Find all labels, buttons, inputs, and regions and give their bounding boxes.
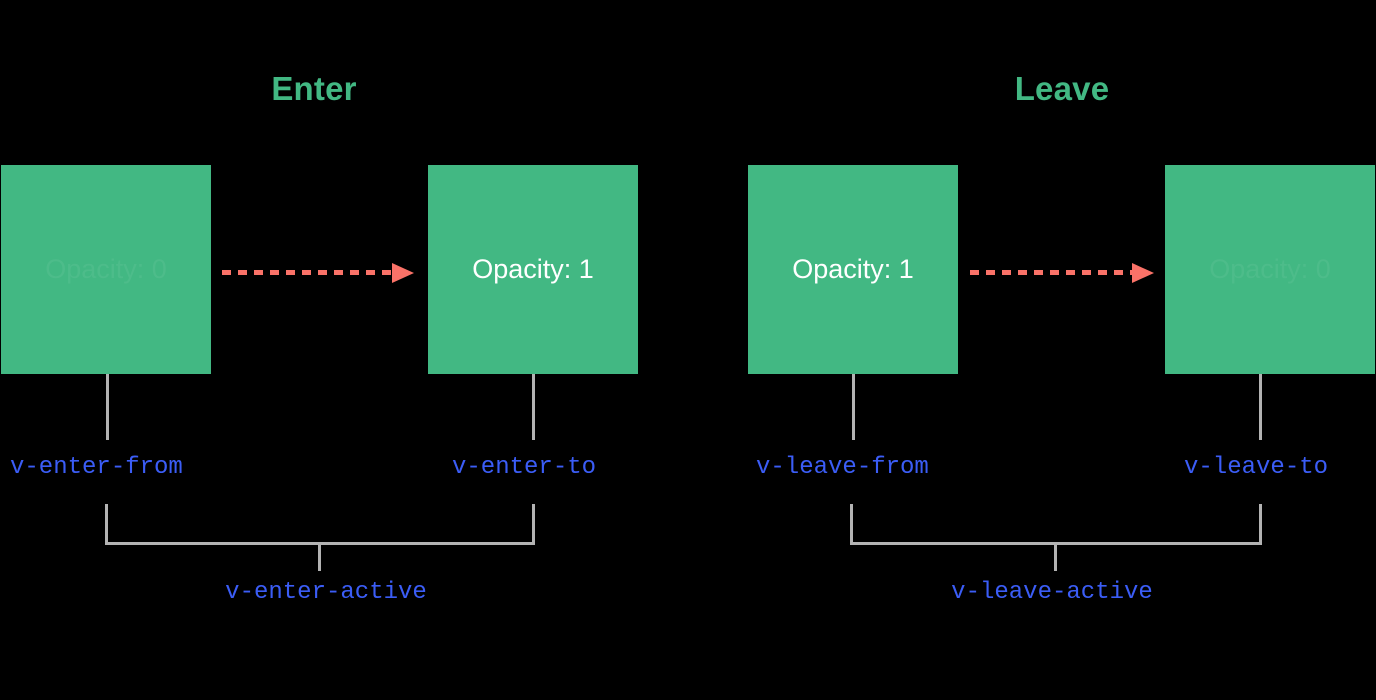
transition-arrow-enter [222, 263, 414, 283]
state-box-leave-from-label: Opacity: 1 [792, 254, 914, 284]
section-title-enter: Enter [271, 70, 357, 107]
class-label-v-leave-active: v-leave-active [951, 579, 1153, 606]
arrow-dashes-leave [970, 270, 1132, 275]
class-label-v-enter-to: v-enter-to [452, 454, 597, 481]
active-phase-bracket-leave [850, 504, 1262, 545]
transition-arrow-leave [970, 263, 1154, 283]
class-label-v-enter-active: v-enter-active [225, 579, 427, 606]
arrow-head-icon-leave [1132, 263, 1154, 283]
connector-stem-leave-from [852, 374, 855, 440]
state-box-leave-to-label: Opacity: 0 [1209, 254, 1331, 284]
section-title-leave: Leave [1014, 70, 1110, 107]
class-label-v-leave-to: v-leave-to [1184, 454, 1329, 481]
arrow-head-icon-enter [392, 263, 414, 283]
connector-stem-enter-to [532, 374, 535, 440]
active-phase-bracket-enter [105, 504, 535, 545]
class-label-v-enter-from: v-enter-from [10, 454, 183, 481]
state-box-leave-from: Opacity: 1 [748, 165, 958, 374]
state-box-enter-from-label: Opacity: 0 [45, 254, 167, 284]
active-phase-bracket-stem-leave [1054, 544, 1057, 571]
connector-stem-enter-from [106, 374, 109, 440]
state-box-enter-to: Opacity: 1 [428, 165, 638, 374]
state-box-leave-to: Opacity: 0 [1165, 165, 1375, 374]
state-box-enter-to-label: Opacity: 1 [472, 254, 594, 284]
arrow-dashes-enter [222, 270, 392, 275]
active-phase-bracket-stem-enter [318, 544, 321, 571]
state-box-enter-from: Opacity: 0 [1, 165, 211, 374]
connector-stem-leave-to [1259, 374, 1262, 440]
class-label-v-leave-from: v-leave-from [756, 454, 929, 481]
